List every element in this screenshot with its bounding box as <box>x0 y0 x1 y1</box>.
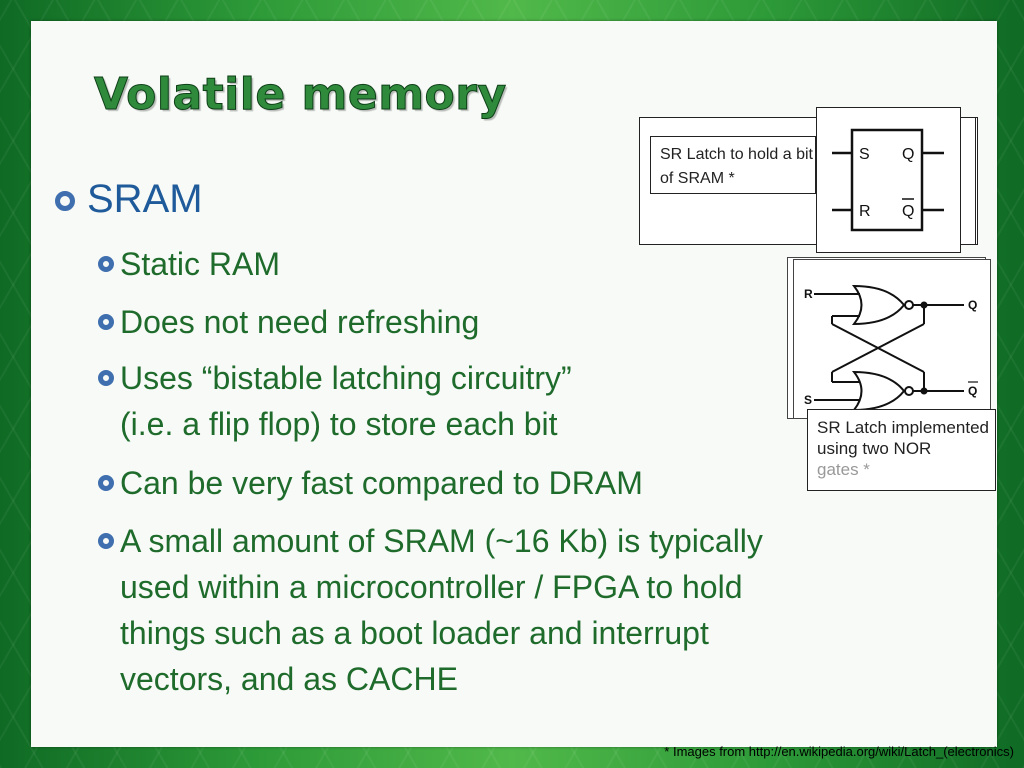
slide-title: Volatile memory <box>94 69 507 121</box>
nor-pin-qbar-label: Q <box>968 384 977 398</box>
nor-pin-r-label: R <box>804 287 813 301</box>
bullet-icon <box>98 370 114 386</box>
bullet-fast: Can be very fast compared to DRAM <box>98 460 643 506</box>
nor-pin-s-label: S <box>804 393 812 407</box>
nor-latch-diagram: R S Q Q <box>804 284 978 412</box>
nor-caption: SR Latch implemented using two NOR gates… <box>807 409 996 491</box>
sr-latch-symbol: S R Q Q <box>832 128 944 232</box>
bullet-icon <box>98 475 114 491</box>
nor-pin-q-label: Q <box>968 298 977 312</box>
bullet-icon <box>98 533 114 549</box>
bullet-latching: Uses “bistable latching circuitry” (i.e.… <box>98 355 572 447</box>
latch-symbol-frame: S R Q Q <box>816 107 961 253</box>
bullet-small-amount: A small amount of SRAM (~16 Kb) is typic… <box>98 518 763 702</box>
nor-caption-overflow: gates * <box>817 460 870 479</box>
slide-canvas: Volatile memory SRAM Static RAM Does not… <box>31 21 997 747</box>
pin-q-label: Q <box>902 146 914 163</box>
nor-caption-text: SR Latch implemented using two NOR <box>817 418 989 458</box>
bullet-sram: SRAM <box>55 177 203 222</box>
nor-figure-frame: R S Q Q <box>793 259 991 419</box>
bullet-icon <box>98 256 114 272</box>
pin-s-label: S <box>859 146 870 163</box>
pin-r-label: R <box>859 203 871 220</box>
bullet-static-ram: Static RAM <box>98 241 280 287</box>
image-credit-footnote: * Images from http://en.wikipedia.org/wi… <box>664 744 1014 759</box>
pin-qbar-label: Q <box>902 203 914 220</box>
bullet-icon <box>55 191 75 211</box>
heading-sram: SRAM <box>87 177 203 221</box>
bullet-icon <box>98 314 114 330</box>
bullet-refresh: Does not need refreshing <box>98 299 479 345</box>
latch-caption: SR Latch to hold a bit of SRAM * <box>650 136 816 194</box>
